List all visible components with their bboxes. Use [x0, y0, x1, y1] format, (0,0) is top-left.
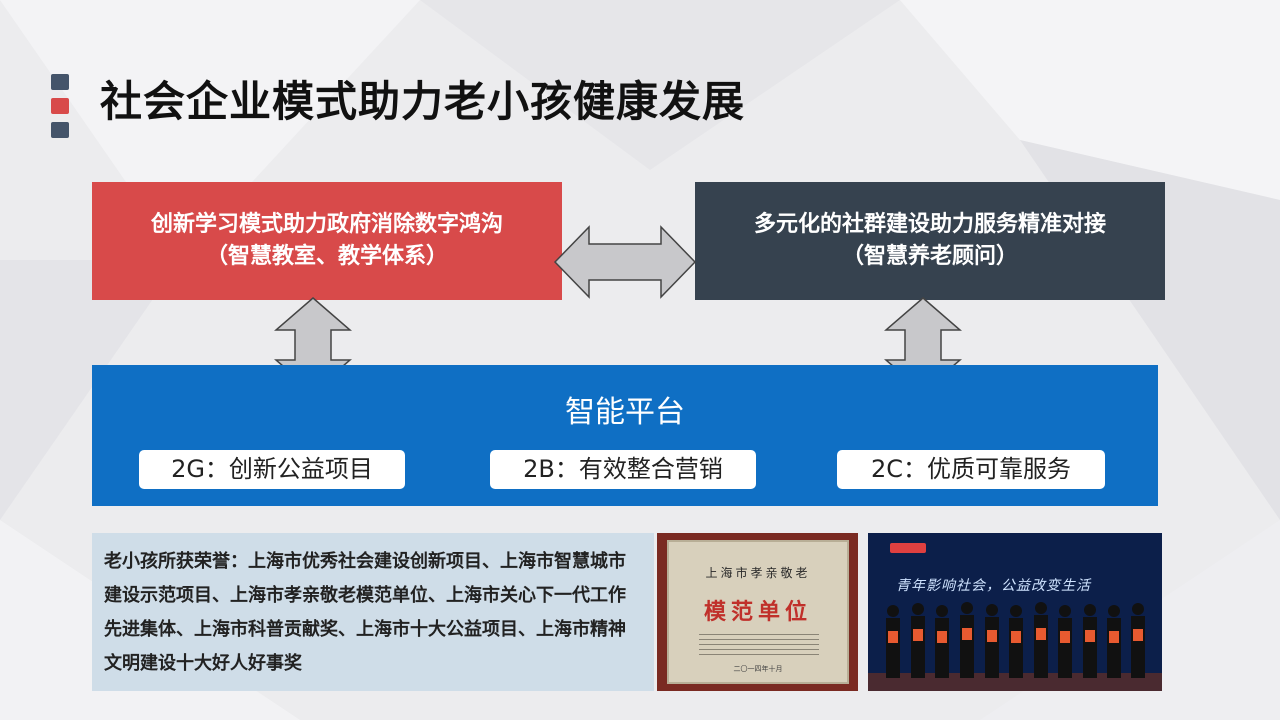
digital-divide-box: 创新学习模式助力政府消除数字鸿沟 （智慧教室、教学体系）	[92, 182, 562, 300]
plaque-main: 模范单位	[703, 600, 812, 625]
honors-text-box: 老小孩所获荣誉：上海市优秀社会建设创新项目、上海市智慧城市建设示范项目、上海市孝…	[92, 533, 654, 691]
platform-item-2b: 2B：有效整合营销	[490, 450, 756, 489]
plaque-board: 上海市孝亲敬老 模范单位 二〇一四年十月	[667, 540, 849, 684]
ceremony-banner: 青年影响社会，公益改变生活	[896, 578, 1091, 594]
ceremony-people-icon	[868, 602, 1162, 691]
double-arrow-horizontal-icon	[553, 225, 697, 299]
platform-title: 智能平台	[565, 395, 685, 430]
platform-item-2g: 2G：创新公益项目	[139, 450, 405, 489]
plaque-heading: 上海市孝亲敬老	[705, 566, 811, 580]
community-line1: 多元化的社群建设助力服务精准对接	[753, 212, 1106, 237]
plaque-fine-print	[699, 634, 819, 658]
smart-platform-panel: 智能平台 2G：创新公益项目 2B：有效整合营销 2C：优质可靠服务	[92, 365, 1158, 506]
award-ceremony-photo: 青年影响社会，公益改变生活	[868, 533, 1162, 691]
slide-title: 社会企业模式助力老小孩健康发展	[100, 77, 746, 126]
plaque-date: 二〇一四年十月	[733, 665, 783, 673]
award-plaque-photo: 上海市孝亲敬老 模范单位 二〇一四年十月	[657, 533, 858, 691]
platform-item-2c: 2C：优质可靠服务	[837, 450, 1105, 489]
marker-square-middle	[51, 98, 69, 114]
ceremony-logo-icon	[890, 543, 926, 553]
digital-divide-line2: （智慧教室、教学体系）	[205, 244, 448, 269]
title-marker	[51, 74, 69, 146]
digital-divide-line1: 创新学习模式助力政府消除数字鸿沟	[150, 212, 503, 237]
marker-square-top	[51, 74, 69, 90]
community-line2: （智慧养老顾问）	[841, 244, 1018, 269]
honors-text: 老小孩所获荣誉：上海市优秀社会建设创新项目、上海市智慧城市建设示范项目、上海市孝…	[104, 551, 626, 674]
marker-square-bottom	[51, 122, 69, 138]
community-box: 多元化的社群建设助力服务精准对接 （智慧养老顾问）	[695, 182, 1165, 300]
